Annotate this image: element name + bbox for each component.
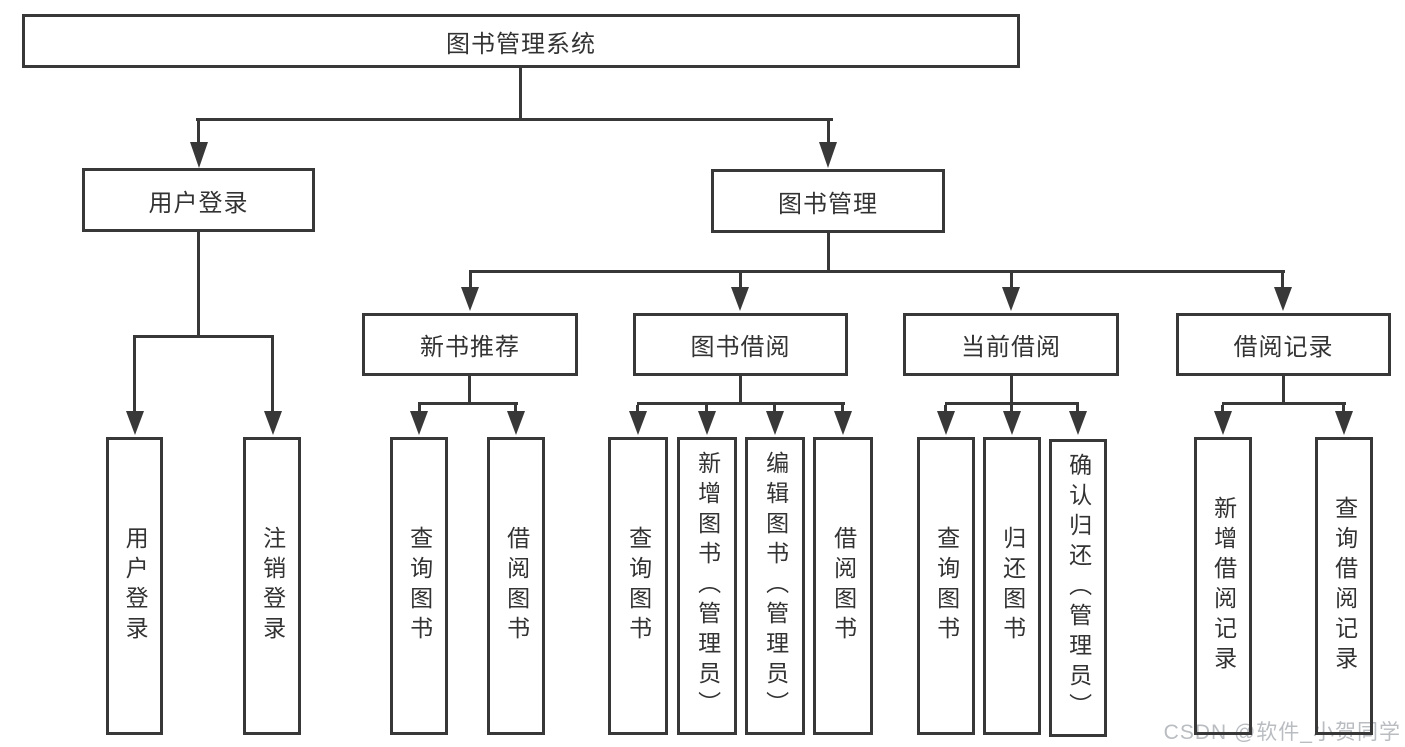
connector-new-book-stem [468, 376, 471, 404]
arrowhead-icon [731, 287, 749, 311]
node-label: 当前借阅 [961, 334, 1061, 361]
node-label: 新增图书（管理员） [694, 451, 721, 721]
arrowhead-icon [1002, 287, 1020, 311]
leaf-edit-books-admin: 编辑图书（管理员） [745, 437, 805, 735]
node-label: 确认归还（管理员） [1065, 453, 1092, 723]
node-borrow-records: 借阅记录 [1176, 313, 1391, 376]
connector-drop-leaf [418, 405, 421, 413]
connector-drop-leaf [705, 405, 708, 413]
node-user-login: 用户登录 [82, 168, 315, 232]
connector-current-borrow-stem [1010, 376, 1013, 404]
connector-book-borrow-split [637, 402, 845, 405]
node-label: 用户登录 [122, 526, 149, 646]
connector-drop-branch [739, 273, 742, 289]
node-label: 借阅图书 [830, 526, 857, 646]
node-label: 图书管理 [778, 190, 878, 218]
connector-drop-leaf [841, 405, 844, 413]
node-label: 新增借阅记录 [1210, 496, 1237, 676]
arrowhead-icon [461, 287, 479, 311]
connector-new-book-split [418, 402, 518, 405]
leaf-query-books: 查询图书 [390, 437, 448, 735]
connector-user-login-split [133, 335, 274, 338]
arrowhead-icon [629, 411, 647, 435]
connector-borrow-record-stem [1282, 376, 1285, 404]
arrowhead-icon [766, 411, 784, 435]
leaf-add-borrow-record: 新增借阅记录 [1194, 437, 1252, 735]
leaf-logout: 注销登录 [243, 437, 301, 735]
node-label: 借阅图书 [503, 526, 530, 646]
connector-book-mgmt-split [469, 270, 1285, 273]
connector-drop-leaf [514, 405, 517, 413]
csdn-watermark: CSDN @软件_小贺同学 [1163, 721, 1401, 744]
connector-drop-leaf [1221, 405, 1224, 413]
arrowhead-icon [126, 411, 144, 435]
connector-root-stem [519, 68, 522, 120]
connector-drop-user-login [197, 121, 200, 145]
arrowhead-icon [507, 411, 525, 435]
node-new-book-recommend: 新书推荐 [362, 313, 578, 376]
node-current-borrowing: 当前借阅 [903, 313, 1119, 376]
connector-drop-branch [1010, 273, 1013, 289]
leaf-query-books: 查询图书 [608, 437, 668, 735]
node-label: 归还图书 [999, 526, 1026, 646]
connector-book-borrow-stem [739, 376, 742, 404]
arrowhead-icon [937, 411, 955, 435]
arrowhead-icon [1069, 411, 1087, 435]
node-label: 查询借阅记录 [1331, 496, 1358, 676]
node-label: 查询图书 [625, 526, 652, 646]
connector-drop-leaf [636, 405, 639, 413]
arrowhead-icon [264, 411, 282, 435]
leaf-query-books: 查询图书 [917, 437, 975, 735]
connector-drop-leaf [1342, 405, 1345, 413]
arrowhead-icon [1003, 411, 1021, 435]
connector-drop-leaf [133, 338, 136, 413]
connector-user-login-stem [197, 232, 200, 337]
leaf-confirm-return-admin: 确认归还（管理员） [1049, 439, 1107, 737]
arrowhead-icon [190, 142, 208, 168]
arrowhead-icon [1214, 411, 1232, 435]
leaf-query-borrow-record: 查询借阅记录 [1315, 437, 1373, 735]
leaf-borrow-books: 借阅图书 [487, 437, 545, 735]
arrowhead-icon [1274, 287, 1292, 311]
connector-drop-leaf [944, 405, 947, 413]
arrowhead-icon [819, 142, 837, 168]
node-label: 图书管理系统 [446, 30, 596, 58]
node-label: 新书推荐 [420, 334, 520, 361]
node-label: 注销登录 [259, 526, 286, 646]
connector-current-borrow-split [945, 402, 1079, 405]
arrowhead-icon [1335, 411, 1353, 435]
leaf-user-login: 用户登录 [106, 437, 163, 735]
connector-drop-leaf [1010, 405, 1013, 413]
arrowhead-icon [410, 411, 428, 435]
node-label: 用户登录 [148, 189, 249, 217]
connector-drop-leaf [271, 338, 274, 413]
arrowhead-icon [834, 411, 852, 435]
node-label: 编辑图书（管理员） [762, 451, 789, 721]
node-label: 图书借阅 [690, 334, 791, 361]
node-book-borrowing: 图书借阅 [633, 313, 848, 376]
node-book-management: 图书管理 [711, 169, 945, 233]
connector-drop-branch [469, 273, 472, 289]
connector-drop-leaf [773, 405, 776, 413]
node-root-library-system: 图书管理系统 [22, 14, 1020, 68]
connector-borrow-record-split [1222, 402, 1346, 405]
node-label: 借阅记录 [1233, 334, 1334, 361]
leaf-add-books-admin: 新增图书（管理员） [677, 437, 737, 735]
leaf-borrow-books: 借阅图书 [813, 437, 873, 735]
connector-drop-branch [1281, 273, 1284, 289]
node-label: 查询图书 [406, 526, 433, 646]
arrowhead-icon [698, 411, 716, 435]
node-label: 查询图书 [933, 526, 960, 646]
connector-root-split [196, 118, 833, 121]
connector-book-mgmt-stem [827, 233, 830, 272]
connector-drop-leaf [1076, 405, 1079, 413]
leaf-return-books: 归还图书 [983, 437, 1041, 735]
connector-drop-book-mgmt [827, 121, 830, 145]
